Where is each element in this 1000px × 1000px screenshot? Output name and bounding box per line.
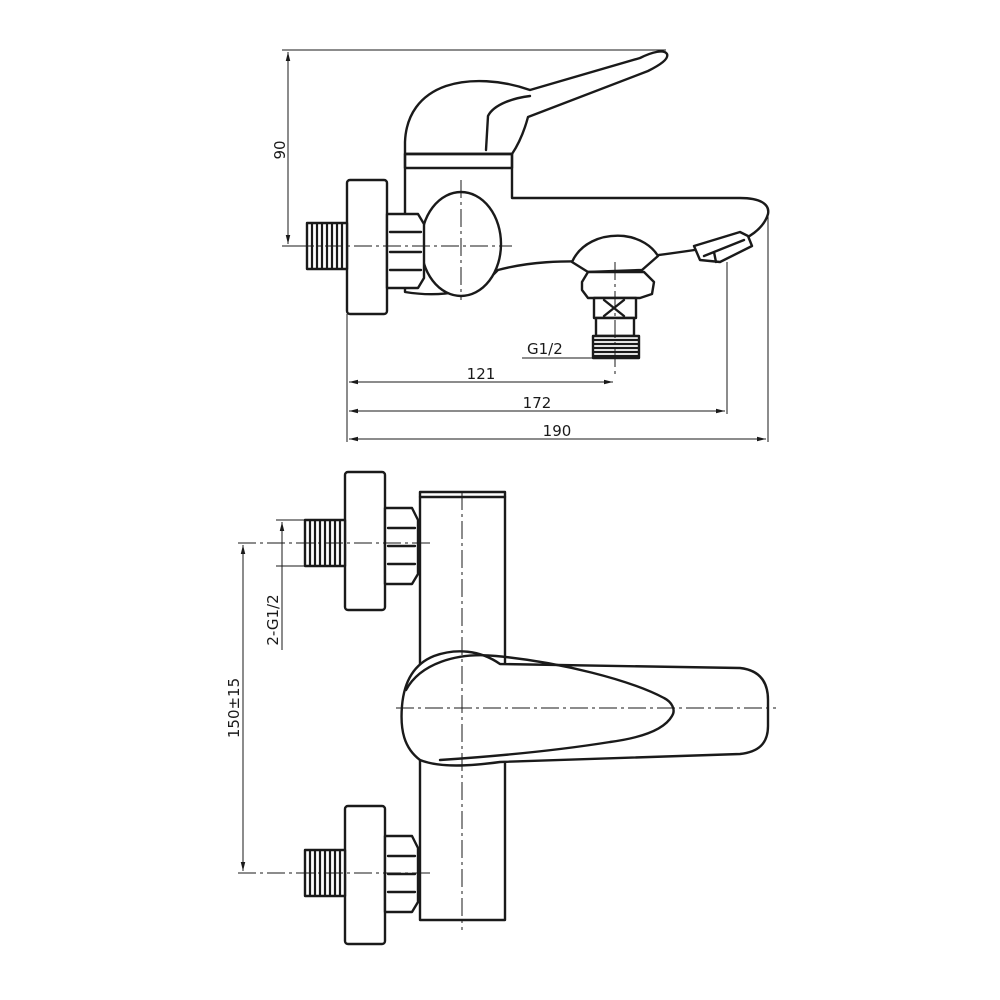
- outlet-thread-lines: [593, 338, 639, 358]
- side-flange: [345, 178, 389, 316]
- aerator-tip-detail: [702, 238, 746, 264]
- top-flange-upper: [343, 470, 387, 612]
- side-view: 90 G1/2 121 172 190: [271, 49, 770, 442]
- dim-172-label: 172: [523, 394, 552, 412]
- top-hex-lower-lines: [386, 854, 417, 894]
- diverter-knob: [570, 234, 660, 274]
- top-hex-upper-lines: [386, 526, 417, 566]
- dim-90-label: 90: [271, 140, 289, 159]
- side-hex-lines: [388, 230, 423, 272]
- dim-121-label: 121: [467, 365, 496, 383]
- outlet-hex-cross: [602, 298, 626, 318]
- dim-2g12-label: 2-G1/2: [264, 594, 282, 645]
- diverter-neck: [580, 270, 656, 300]
- dim-150-label: 150±15: [225, 678, 243, 738]
- top-view: 2-G1/2 150±15: [225, 470, 776, 946]
- lever-handle: [403, 50, 669, 156]
- top-lever-outline: [404, 654, 675, 762]
- dim-190-label: 190: [543, 422, 572, 440]
- lever-handle-detail: [484, 94, 532, 152]
- body-top-band: [403, 152, 514, 170]
- dim-g12-label: G1/2: [527, 340, 563, 358]
- top-flange-lower: [343, 804, 387, 946]
